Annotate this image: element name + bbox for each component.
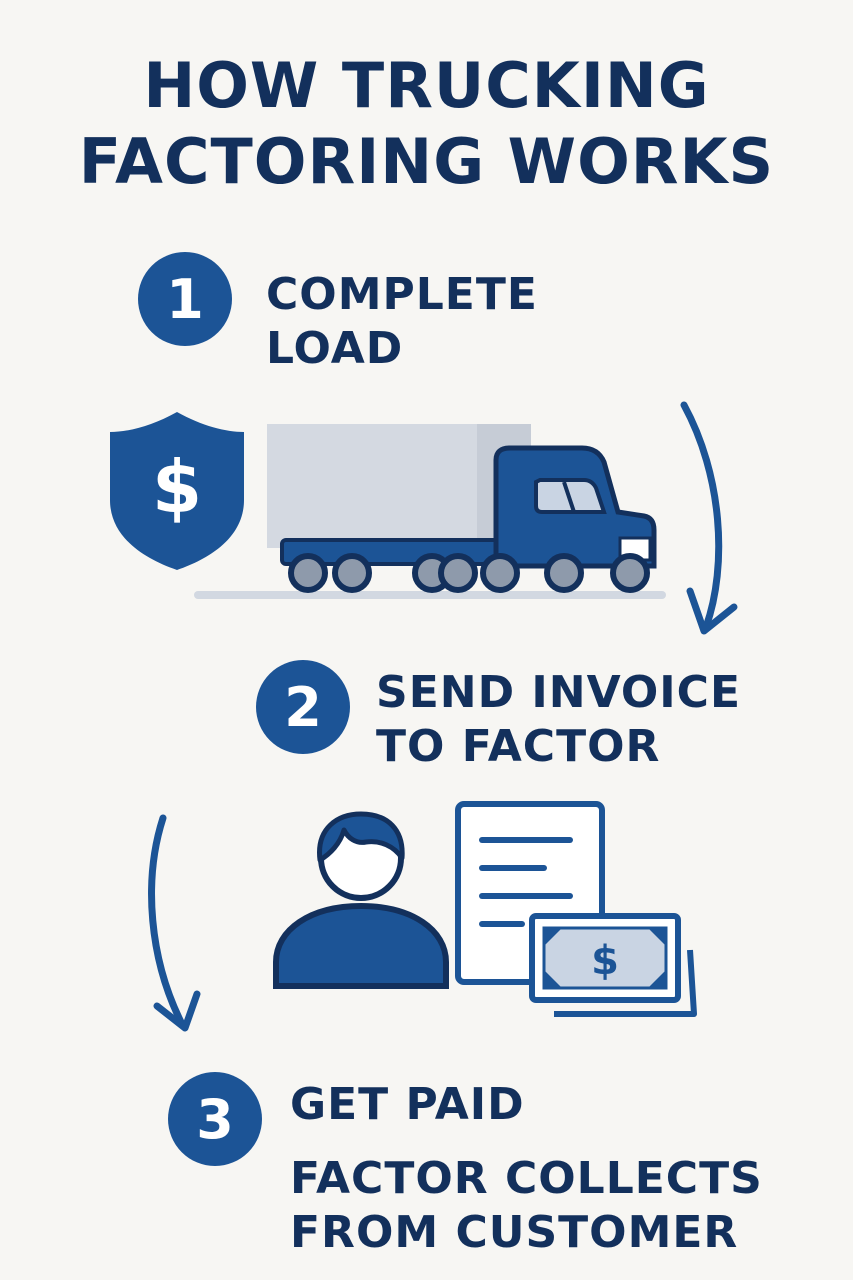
step-3-badge: 3: [168, 1072, 262, 1166]
wheel: [480, 553, 520, 593]
step-1-line-2: LOAD: [266, 323, 404, 374]
step-1-line-1: COMPLETE: [266, 269, 538, 320]
cash-icon: $: [529, 913, 697, 1017]
person-hair: [317, 811, 405, 863]
shield-dollar-icon: $: [110, 412, 244, 570]
step-2-badge: 2: [256, 660, 350, 754]
step-2-line-2: TO FACTOR: [376, 721, 661, 772]
step-3-note-line-2: FROM CUSTOMER: [290, 1207, 739, 1258]
step-3-note-line-1: FACTOR COLLECTS: [290, 1153, 763, 1204]
title-line-2: FACTORING WORKS: [78, 125, 775, 198]
wheel: [438, 553, 478, 593]
road-line: [194, 591, 666, 599]
step-2-label: SEND INVOICE TO FACTOR: [376, 666, 741, 774]
step-3-label: GET PAID: [290, 1078, 525, 1132]
title-line-1: HOW TRUCKING: [143, 49, 710, 122]
person-body: [273, 902, 449, 989]
step-1-label: COMPLETE LOAD: [266, 268, 538, 376]
person-icon: [273, 811, 449, 989]
wheel: [544, 553, 584, 593]
page-title: HOW TRUCKING FACTORING WORKS: [0, 48, 853, 200]
wheel: [288, 553, 328, 593]
shield-dollar-symbol: $: [152, 445, 202, 529]
step-3-line-1: GET PAID: [290, 1079, 525, 1130]
arrow-down-right-icon: [680, 401, 738, 635]
cash-dollar-symbol: $: [591, 938, 619, 984]
arrow-down-left-icon: [148, 814, 201, 1032]
step-1-badge: 1: [138, 252, 232, 346]
step-2-line-1: SEND INVOICE: [376, 667, 742, 718]
wheel: [610, 553, 650, 593]
step-3-note: FACTOR COLLECTS FROM CUSTOMER: [290, 1152, 763, 1260]
truck-icon: [194, 424, 666, 599]
wheel: [332, 553, 372, 593]
